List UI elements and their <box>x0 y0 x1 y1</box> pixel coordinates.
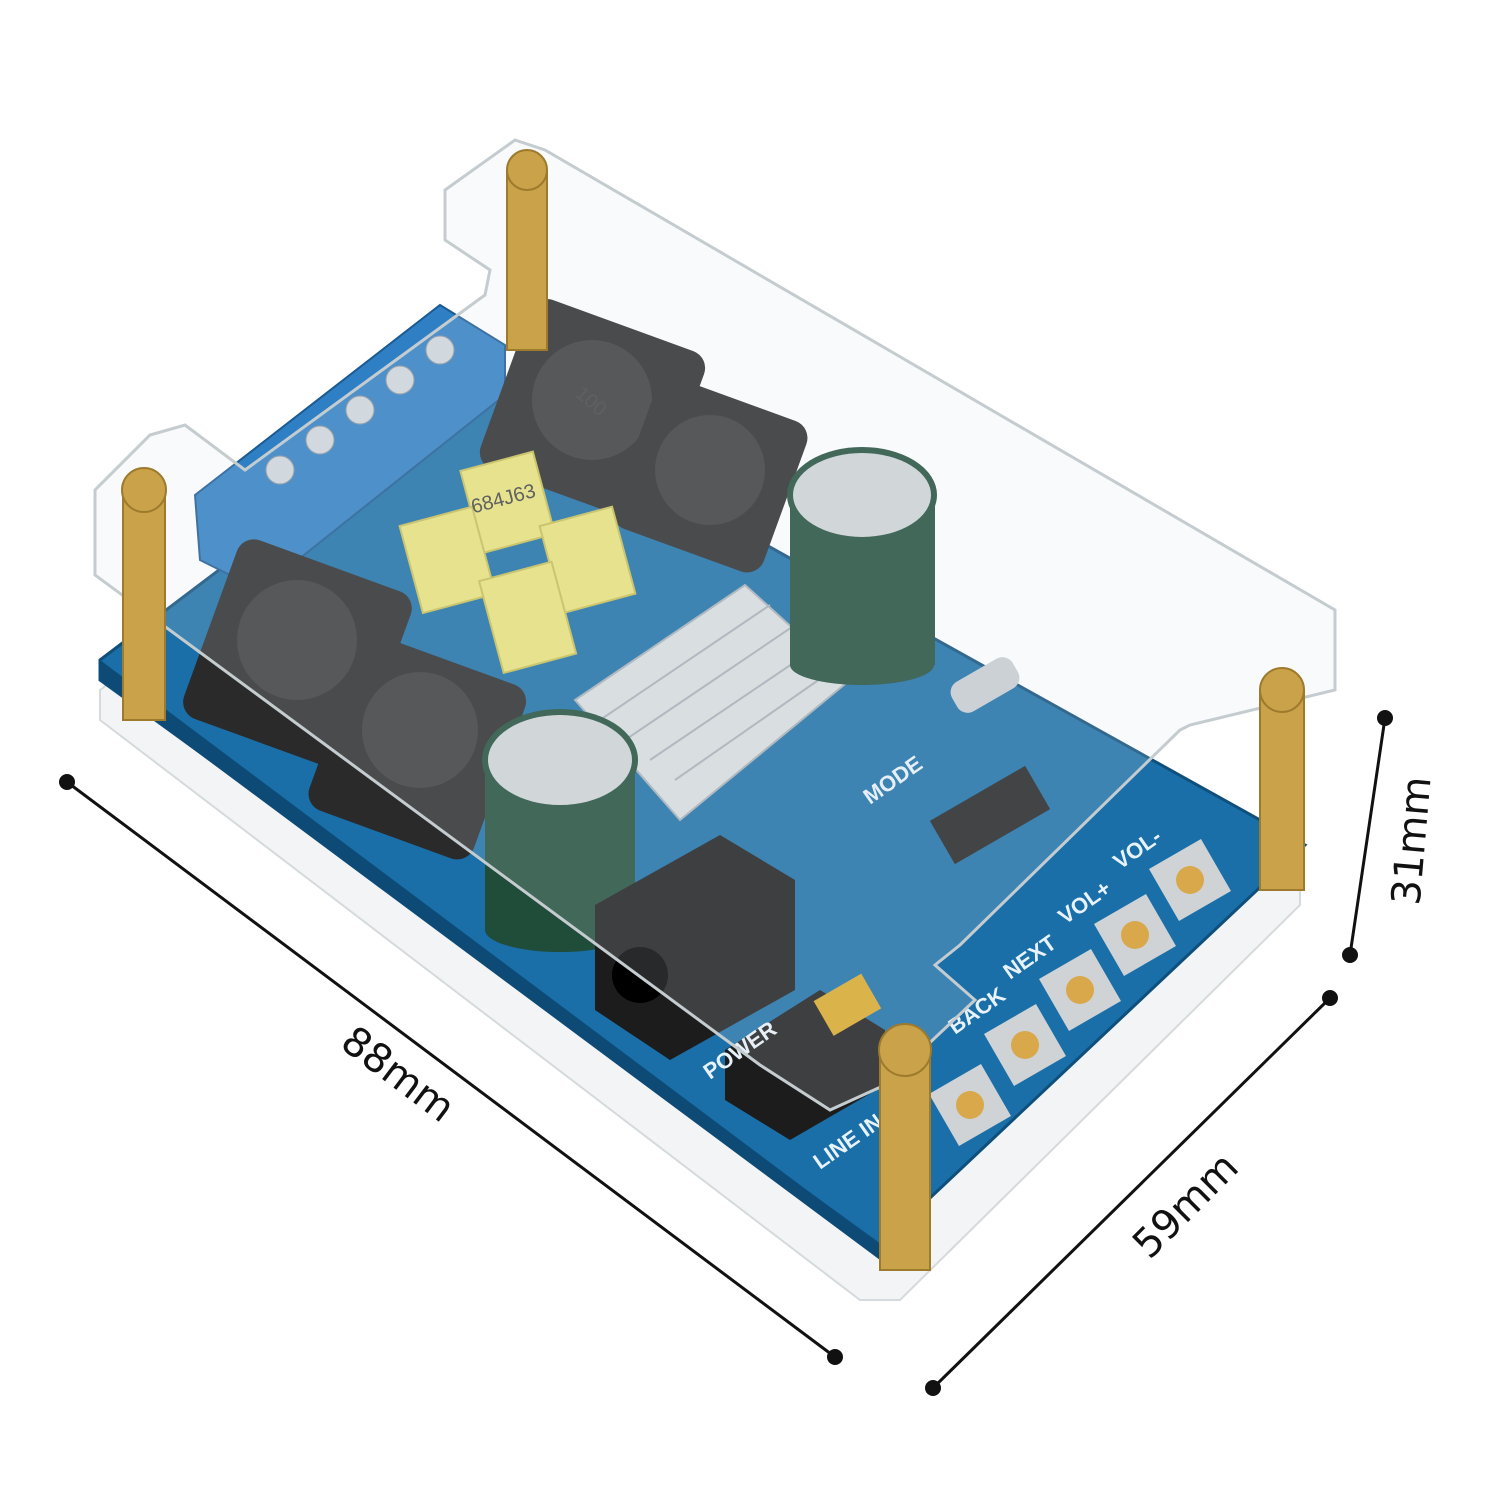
length-label: 88mm <box>333 1017 464 1131</box>
electrolytic-capacitor <box>482 709 638 952</box>
terminal-screws <box>265 335 455 485</box>
dc-power-jack <box>595 835 795 1060</box>
ic-chip <box>929 765 1051 865</box>
acrylic-top-cover <box>93 138 1337 1112</box>
film-capacitors <box>398 450 637 675</box>
height-label: 31mm <box>1384 775 1441 907</box>
inductor <box>308 635 527 860</box>
width-label: 59mm <box>1124 1144 1248 1268</box>
tactile-buttons <box>929 839 1231 1146</box>
inductor <box>612 377 808 573</box>
dimension-height: 31mm <box>1342 710 1441 963</box>
electrolytic-capacitor <box>787 447 937 685</box>
crystal <box>950 657 1020 713</box>
pcb-edge <box>100 660 880 1260</box>
brass-standoffs <box>121 149 1305 1271</box>
